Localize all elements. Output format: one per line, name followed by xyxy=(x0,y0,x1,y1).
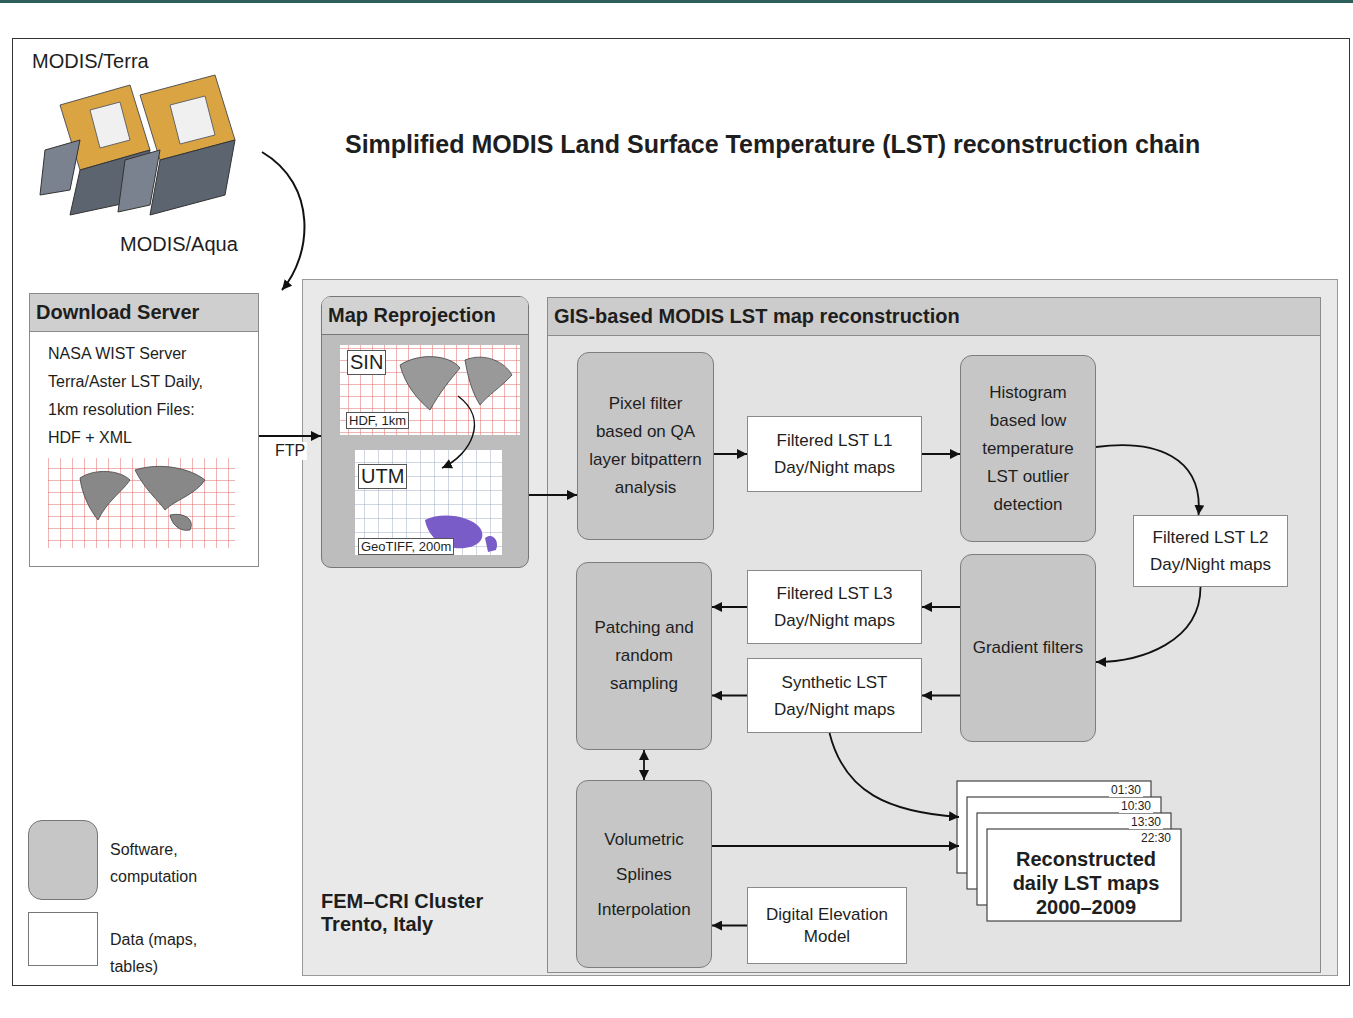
connector xyxy=(714,453,747,455)
process-box: Gradient filters xyxy=(960,554,1096,742)
connector xyxy=(922,606,960,608)
data-box: Filtered LST L1 Day/Night maps xyxy=(747,416,922,492)
process-text: Histogram based low temperature LST outl… xyxy=(961,379,1095,519)
connector xyxy=(712,695,747,697)
reprojection-arrow xyxy=(442,396,474,468)
panel-body: NASA WIST Server Terra/Aster LST Daily, … xyxy=(30,332,226,452)
panel: FEM–CRI Cluster Trento, Italy Map Reproje… xyxy=(302,279,1338,976)
panel: Download ServerNASA WIST Server Terra/As… xyxy=(29,293,259,567)
legend-swatch xyxy=(28,912,98,966)
process-text: Patching and random sampling xyxy=(577,614,711,698)
stack-title: Reconstructed daily LST maps 2000–2009 xyxy=(991,847,1181,919)
utm-map xyxy=(355,450,502,555)
process-box: Volumetric Splines Interpolation xyxy=(576,780,712,968)
data-box: Filtered LST L3 Day/Night maps xyxy=(747,570,922,644)
data-text: Filtered LST L1 Day/Night maps xyxy=(748,427,921,481)
process-box: Patching and random sampling xyxy=(576,562,712,750)
connector xyxy=(529,494,577,496)
edge-label: FTP xyxy=(273,442,307,460)
connector xyxy=(830,733,960,817)
legend-text: Software, computation xyxy=(110,836,230,890)
data-box: Digital Elevation Model xyxy=(747,887,907,964)
time-label: 10:30 xyxy=(1119,799,1153,813)
panel-heading: Map Reprojection xyxy=(322,297,528,335)
connector xyxy=(259,435,321,437)
satellite-icon xyxy=(40,75,235,215)
map-label: GeoTIFF, 200m xyxy=(358,538,454,555)
diagram-title: Simplified MODIS Land Surface Temperatur… xyxy=(345,130,1200,159)
panel: GIS-based MODIS LST map reconstructionPi… xyxy=(547,297,1321,973)
process-box: Pixel filter based on QA layer bitpatter… xyxy=(577,352,714,540)
map-label: HDF, 1km xyxy=(346,412,409,429)
satellite-label: MODIS/Terra xyxy=(30,50,151,73)
connector xyxy=(712,606,747,608)
process-box: Histogram based low temperature LST outl… xyxy=(960,355,1096,542)
time-label: 22:30 xyxy=(1139,831,1173,845)
top-bar xyxy=(0,0,1353,3)
data-text: Digital Elevation Model xyxy=(748,904,906,948)
time-label: 13:30 xyxy=(1129,815,1163,829)
process-text: Pixel filter based on QA layer bitpatter… xyxy=(578,390,713,502)
download-arrow xyxy=(262,152,304,290)
satellite-label: MODIS/Aqua xyxy=(118,233,240,256)
legend-text: Data (maps, tables) xyxy=(110,926,230,980)
time-label: 01:30 xyxy=(1109,783,1143,797)
world-map xyxy=(48,458,235,548)
panel: Map Reprojection xyxy=(321,296,529,568)
process-text: Volumetric Splines Interpolation xyxy=(577,822,711,927)
connector xyxy=(712,845,959,847)
cluster-name: FEM–CRI Cluster Trento, Italy xyxy=(321,890,521,936)
connector xyxy=(1096,445,1199,515)
sin-map xyxy=(340,345,520,435)
map-stack xyxy=(957,781,1181,921)
panel-heading: GIS-based MODIS LST map reconstruction xyxy=(548,298,1320,336)
connector xyxy=(643,750,645,780)
process-text: Gradient filters xyxy=(965,634,1092,662)
data-text: Synthetic LST Day/Night maps xyxy=(748,669,921,723)
data-text: Filtered LST L3 Day/Night maps xyxy=(748,580,921,634)
map-label: SIN xyxy=(347,350,386,375)
legend-swatch xyxy=(28,820,98,900)
connector xyxy=(922,695,960,697)
panel-heading: Download Server xyxy=(30,294,258,332)
data-box: Filtered LST L2 Day/Night maps xyxy=(1133,515,1288,587)
connector xyxy=(712,925,747,927)
connector xyxy=(1096,587,1201,662)
data-text: Filtered LST L2 Day/Night maps xyxy=(1134,524,1287,578)
data-box: Synthetic LST Day/Night maps xyxy=(747,658,922,733)
map-label: UTM xyxy=(358,464,407,489)
connector xyxy=(922,453,960,455)
